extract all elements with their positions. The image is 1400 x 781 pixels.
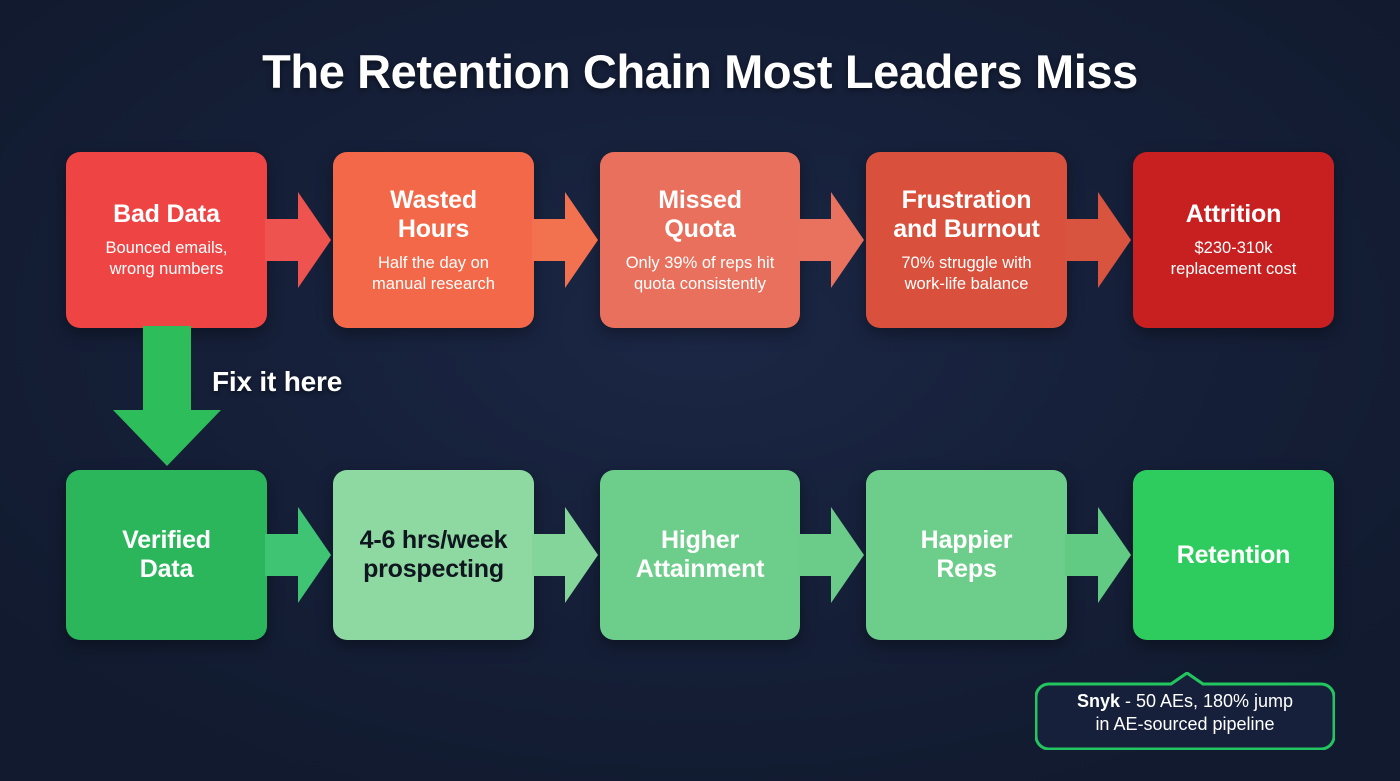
fix-it-here-label: Fix it here [212, 366, 343, 397]
callout-text: Snyk - 50 AEs, 180% jump in AE-sourced p… [1035, 672, 1335, 750]
arrow-right-icon [265, 503, 331, 607]
problem-step-1: Bad Data Bounced emails,wrong numbers [66, 152, 267, 328]
arrow-right-icon [798, 188, 864, 292]
arrow-right-icon [1065, 503, 1131, 607]
snyk-callout: Snyk - 50 AEs, 180% jump in AE-sourced p… [1035, 672, 1335, 750]
solution-step-5: Retention [1133, 470, 1334, 640]
callout-rest: - 50 AEs, 180% jump [1119, 690, 1294, 711]
problem-step-1-title: Bad Data [113, 200, 220, 229]
page-title: The Retention Chain Most Leaders Miss [262, 45, 1138, 98]
problem-step-5-title: Attrition [1185, 200, 1282, 229]
arrow-down-icon [107, 326, 227, 466]
arrow-right-icon [265, 188, 331, 292]
problem-step-1-subtitle: Bounced emails,wrong numbers [105, 239, 228, 278]
solution-step-5-title: Retention [1176, 540, 1291, 569]
arrow-right-icon [798, 503, 864, 607]
callout-line2: in AE-sourced pipeline [1095, 714, 1275, 734]
callout-brand: Snyk [1076, 690, 1120, 711]
arrow-right-icon [1065, 188, 1131, 292]
callout-frame [1035, 672, 1335, 750]
arrow-right-icon [532, 503, 598, 607]
arrow-right-icon [532, 188, 598, 292]
